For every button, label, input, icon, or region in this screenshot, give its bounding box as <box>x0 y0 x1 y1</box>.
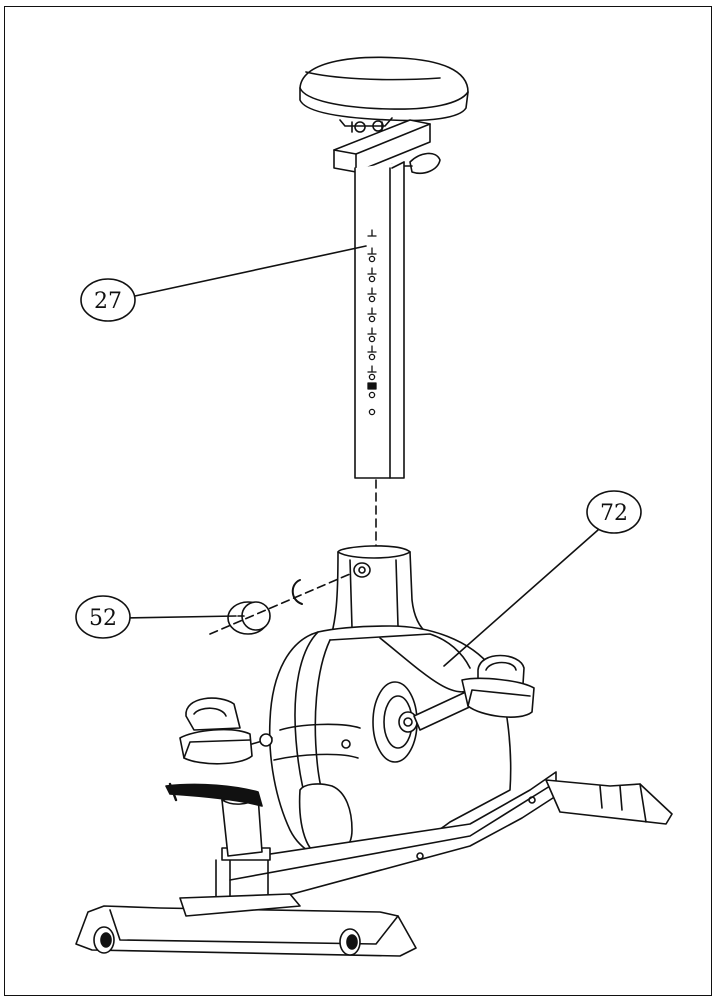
leader-line-72 <box>443 529 599 667</box>
callout-52: 52 <box>75 595 131 639</box>
seat-post <box>354 161 405 479</box>
seat <box>299 56 469 133</box>
callout-27-label: 27 <box>94 289 122 314</box>
handle-tube <box>165 782 263 857</box>
right-pedal <box>461 654 535 718</box>
leader-line-52 <box>123 615 237 619</box>
knob <box>227 601 271 635</box>
c-clip <box>291 579 303 605</box>
callout-72: 72 <box>586 490 642 534</box>
left-pedal <box>179 697 273 765</box>
front-stabilizer <box>75 847 417 957</box>
knob-alignment-line <box>209 573 351 635</box>
callout-72-label: 72 <box>600 501 628 526</box>
callout-52-label: 52 <box>89 606 117 631</box>
main-frame <box>268 545 512 863</box>
leader-line-27 <box>134 245 367 297</box>
callout-27: 27 <box>80 278 136 322</box>
diagram-frame <box>4 6 712 996</box>
